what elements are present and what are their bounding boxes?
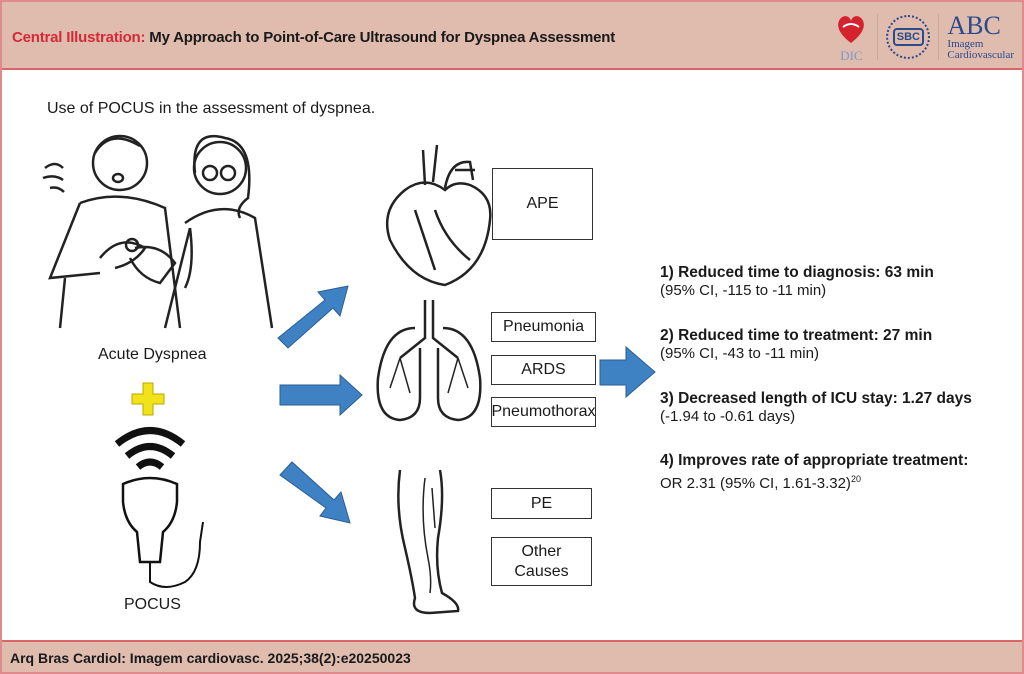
- logos: DIC SBC ABC Imagem Cardiovascular: [833, 10, 1014, 64]
- sbc-logo: SBC: [886, 15, 931, 59]
- acute-dyspnea-label: Acute Dyspnea: [98, 346, 207, 363]
- plus-icon: [131, 382, 165, 416]
- big-arrow-right-icon: [599, 345, 656, 399]
- result-1: 1) Reduced time to diagnosis: 63 min(95%…: [660, 264, 934, 300]
- abc-text: ABC: [947, 11, 1001, 40]
- ultrasound-probe-icon: [114, 427, 204, 588]
- dic-text: DIC: [840, 47, 863, 63]
- leg-veins-illustration: [397, 469, 460, 615]
- result-title: 4) Improves rate of appropriate treatmen…: [660, 452, 969, 469]
- reference-superscript: 20: [850, 474, 861, 484]
- abc-sub2: Cardiovascular: [947, 49, 1014, 61]
- citation: Arq Bras Cardiol: Imagem cardiovasc. 202…: [10, 650, 411, 666]
- arrow-down-right-icon: [279, 461, 351, 524]
- footer: Arq Bras Cardiol: Imagem cardiovasc. 202…: [2, 640, 1022, 672]
- patient-doctor-illustration: [42, 134, 274, 329]
- dic-logo: DIC: [833, 13, 869, 62]
- result-title: 1) Reduced time to diagnosis: 63 min: [660, 264, 934, 281]
- result-detail: (-1.94 to -0.61 days): [660, 408, 796, 425]
- title-prefix: Central Illustration:: [12, 29, 146, 46]
- result-detail: (95% CI, -115 to -11 min): [660, 282, 827, 299]
- arrow-right-icon: [279, 373, 363, 417]
- heart-logo-icon: [838, 15, 865, 43]
- pocus-label: POCUS: [124, 596, 181, 613]
- box-pneumonia: Pneumonia: [491, 312, 596, 342]
- abc-logo: ABC Imagem Cardiovascular: [947, 13, 1014, 61]
- abc-sub1: Imagem: [947, 38, 984, 50]
- sbc-text: SBC: [892, 28, 925, 46]
- page-title: Central Illustration: My Approach to Poi…: [12, 29, 615, 46]
- title-text: My Approach to Point-of-Care Ultrasound …: [145, 29, 616, 46]
- result-3: 3) Decreased length of ICU stay: 1.27 da…: [660, 390, 972, 426]
- arrows: [277, 285, 363, 524]
- box-other-causes: Other Causes: [491, 537, 592, 586]
- box-ards: ARDS: [491, 355, 596, 385]
- result-title: 3) Decreased length of ICU stay: 1.27 da…: [660, 390, 972, 407]
- box-pe: PE: [491, 488, 592, 519]
- box-ape: APE: [492, 168, 593, 240]
- result-title: 2) Reduced time to treatment: 27 min: [660, 327, 933, 344]
- arrow-up-right-icon: [277, 285, 349, 349]
- result-4: 4) Improves rate of appropriate treatmen…: [660, 452, 968, 493]
- result-2: 2) Reduced time to treatment: 27 min(95%…: [660, 327, 932, 363]
- box-pneumothorax: Pneumothorax: [491, 397, 596, 427]
- header: Central Illustration: My Approach to Poi…: [2, 2, 1022, 70]
- result-detail: (95% CI, -43 to -11 min): [660, 345, 819, 362]
- intro-text: Use of POCUS in the assessment of dyspne…: [47, 100, 376, 117]
- lungs-illustration: [376, 300, 482, 422]
- result-detail: OR 2.31 (95% CI, 1.61-3.32): [660, 475, 851, 492]
- heart-illustration: [385, 144, 492, 287]
